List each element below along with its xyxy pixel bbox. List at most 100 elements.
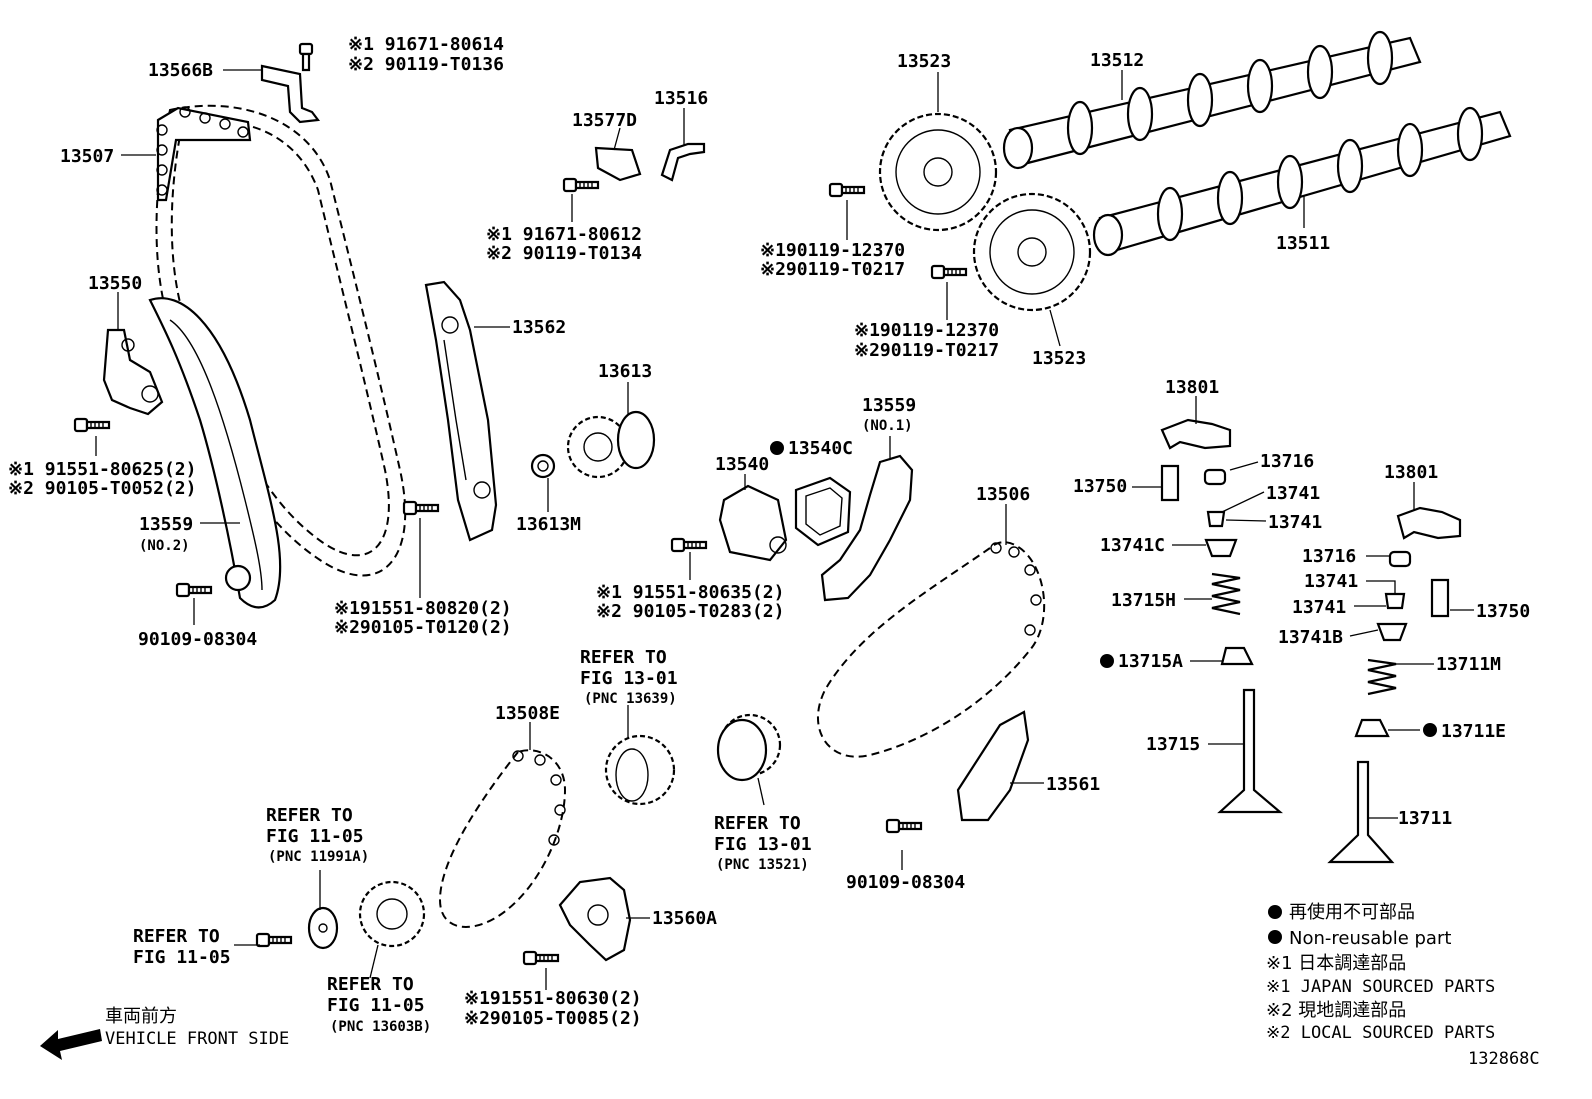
- label-bolt5-japan[interactable]: ※1 91551-80625(2): [8, 459, 196, 480]
- label-bolt8-local[interactable]: ※290105-T0085(2): [464, 1008, 642, 1029]
- keeper-13741-left: [1206, 510, 1226, 528]
- label-ref2-line3[interactable]: (PNC 13521): [716, 857, 809, 873]
- label-bolt3-japan[interactable]: ※190119-12370: [760, 240, 905, 261]
- non-reusable-dot-13715A: [1100, 654, 1114, 668]
- label-bolt3-local[interactable]: ※290119-T0217: [760, 259, 905, 280]
- label-13711M[interactable]: 13711M: [1436, 654, 1501, 675]
- legend-local-sourced-jp: ※2 現地調達部品: [1266, 1000, 1406, 1021]
- keeper-13741-right: [1384, 592, 1406, 610]
- label-bolt8-japan[interactable]: ※191551-80630(2): [464, 988, 642, 1009]
- bolt-13540: [670, 537, 708, 553]
- label-ref1-line1[interactable]: REFER TO: [580, 647, 667, 668]
- rocker-arm-13801-left: [1160, 418, 1232, 450]
- washer-ref-11991A: [307, 906, 339, 950]
- label-13559-no1[interactable]: 13559: [862, 395, 916, 416]
- label-bolt6-japan[interactable]: ※191551-80820(2): [334, 598, 512, 619]
- label-13511[interactable]: 13511: [1276, 233, 1330, 254]
- label-13550[interactable]: 13550: [88, 273, 142, 294]
- secondary-timing-chain-13506: [816, 541, 1046, 758]
- label-13711E[interactable]: 13711E: [1441, 721, 1506, 742]
- label-90109-08304-right[interactable]: 90109-08304: [846, 872, 965, 893]
- label-13507[interactable]: 13507: [60, 146, 114, 167]
- label-90109-08304-left[interactable]: 90109-08304: [138, 629, 257, 650]
- label-bolt6-local[interactable]: ※290105-T0120(2): [334, 617, 512, 638]
- label-13711[interactable]: 13711: [1398, 808, 1452, 829]
- legend-dot-icon-en: [1268, 930, 1282, 944]
- valve-13711: [1327, 760, 1395, 864]
- label-13716-right[interactable]: 13716: [1302, 546, 1356, 567]
- label-13560A[interactable]: 13560A: [652, 908, 717, 929]
- label-ref5-line2[interactable]: FIG 11-05: [327, 995, 425, 1016]
- main-timing-chain: [155, 104, 407, 577]
- label-ref4-line1[interactable]: REFER TO: [133, 926, 220, 947]
- label-13716-left[interactable]: 13716: [1260, 451, 1314, 472]
- label-bolt5-local[interactable]: ※2 90105-T0052(2): [8, 478, 196, 499]
- label-13715H[interactable]: 13715H: [1111, 590, 1176, 611]
- label-13750-right[interactable]: 13750: [1476, 601, 1530, 622]
- camshaft-sprocket-13523-upper: [878, 112, 998, 232]
- label-13741-d[interactable]: 13741: [1292, 597, 1346, 618]
- label-13750-left[interactable]: 13750: [1073, 476, 1127, 497]
- label-ref1-line3[interactable]: (PNC 13639): [584, 691, 677, 707]
- label-13561[interactable]: 13561: [1046, 774, 1100, 795]
- label-13577D[interactable]: 13577D: [572, 110, 637, 131]
- label-13559-no2[interactable]: 13559: [139, 514, 193, 535]
- retainer-13741C: [1204, 538, 1238, 558]
- label-13523-upper[interactable]: 13523: [897, 51, 951, 72]
- rocker-arm-13801-right: [1396, 506, 1462, 540]
- label-13741-a[interactable]: 13741: [1266, 483, 1320, 504]
- label-13741B[interactable]: 13741B: [1278, 627, 1343, 648]
- label-13715A[interactable]: 13715A: [1118, 651, 1183, 672]
- label-ref5-line3[interactable]: (PNC 13603B): [330, 1019, 431, 1035]
- label-13540[interactable]: 13540: [715, 454, 769, 475]
- label-13508E[interactable]: 13508E: [495, 703, 560, 724]
- label-bolt2-local[interactable]: ※2 90119-T0134: [486, 243, 642, 264]
- seal-13715A: [1220, 646, 1254, 666]
- label-ref3-line2[interactable]: FIG 11-05: [266, 826, 364, 847]
- label-bolt2-japan[interactable]: ※1 91671-80612: [486, 224, 642, 245]
- label-13715[interactable]: 13715: [1146, 734, 1200, 755]
- label-13566B[interactable]: 13566B: [148, 60, 213, 81]
- bolt-13523-lower: [930, 264, 968, 280]
- label-13801-left[interactable]: 13801: [1165, 377, 1219, 398]
- label-ref4-line2[interactable]: FIG 11-05: [133, 947, 231, 968]
- label-ref5-line1[interactable]: REFER TO: [327, 974, 414, 995]
- label-13506[interactable]: 13506: [976, 484, 1030, 505]
- oil-nozzle-13577D: [594, 146, 642, 182]
- label-13741-b[interactable]: 13741: [1268, 512, 1322, 533]
- label-ref1-line2[interactable]: FIG 13-01: [580, 668, 678, 689]
- pipe-13516: [660, 142, 706, 182]
- label-ref2-line1[interactable]: REFER TO: [714, 813, 801, 834]
- bolt-13566B: [298, 42, 314, 72]
- legend-local-sourced-en: ※2 LOCAL SOURCED PARTS: [1266, 1023, 1495, 1043]
- label-13523-lower[interactable]: 13523: [1032, 348, 1086, 369]
- label-13559-no1-sub: (NO.1): [862, 418, 913, 434]
- label-ref3-line3[interactable]: (PNC 11991A): [268, 849, 369, 865]
- label-ref2-line2[interactable]: FIG 13-01: [714, 834, 812, 855]
- label-13613[interactable]: 13613: [598, 361, 652, 382]
- label-13613M[interactable]: 13613M: [516, 514, 581, 535]
- label-13741C[interactable]: 13741C: [1100, 535, 1165, 556]
- label-13562[interactable]: 13562: [512, 317, 566, 338]
- label-13801-right[interactable]: 13801: [1384, 462, 1438, 483]
- label-bolt7-japan[interactable]: ※1 91551-80635(2): [596, 582, 784, 603]
- seal-13711E: [1354, 718, 1390, 738]
- label-13540C[interactable]: 13540C: [788, 438, 853, 459]
- valve-13715: [1217, 688, 1284, 814]
- label-13512[interactable]: 13512: [1090, 50, 1144, 71]
- label-ref3-line1[interactable]: REFER TO: [266, 805, 353, 826]
- part-labels: 13566B 13507 ※1 91671-80614 ※2 90119-T01…: [8, 34, 1530, 1035]
- label-bolt7-local[interactable]: ※2 90105-T0283(2): [596, 601, 784, 622]
- label-bolt4-japan[interactable]: ※190119-12370: [854, 320, 999, 341]
- label-13516[interactable]: 13516: [654, 88, 708, 109]
- bolt-13560A: [522, 950, 560, 966]
- label-bolt4-local[interactable]: ※290119-T0217: [854, 340, 999, 361]
- label-13741-c[interactable]: 13741: [1304, 571, 1358, 592]
- bolt-90109-08304-right: [885, 818, 923, 834]
- label-bolt1-local[interactable]: ※2 90119-T0136: [348, 54, 504, 75]
- legend-dot-icon-jp: [1268, 905, 1282, 919]
- label-bolt1-japan[interactable]: ※1 91671-80614: [348, 34, 504, 55]
- pad-13716-right: [1388, 550, 1412, 568]
- camshaft-sprocket-13523-lower: [972, 192, 1092, 312]
